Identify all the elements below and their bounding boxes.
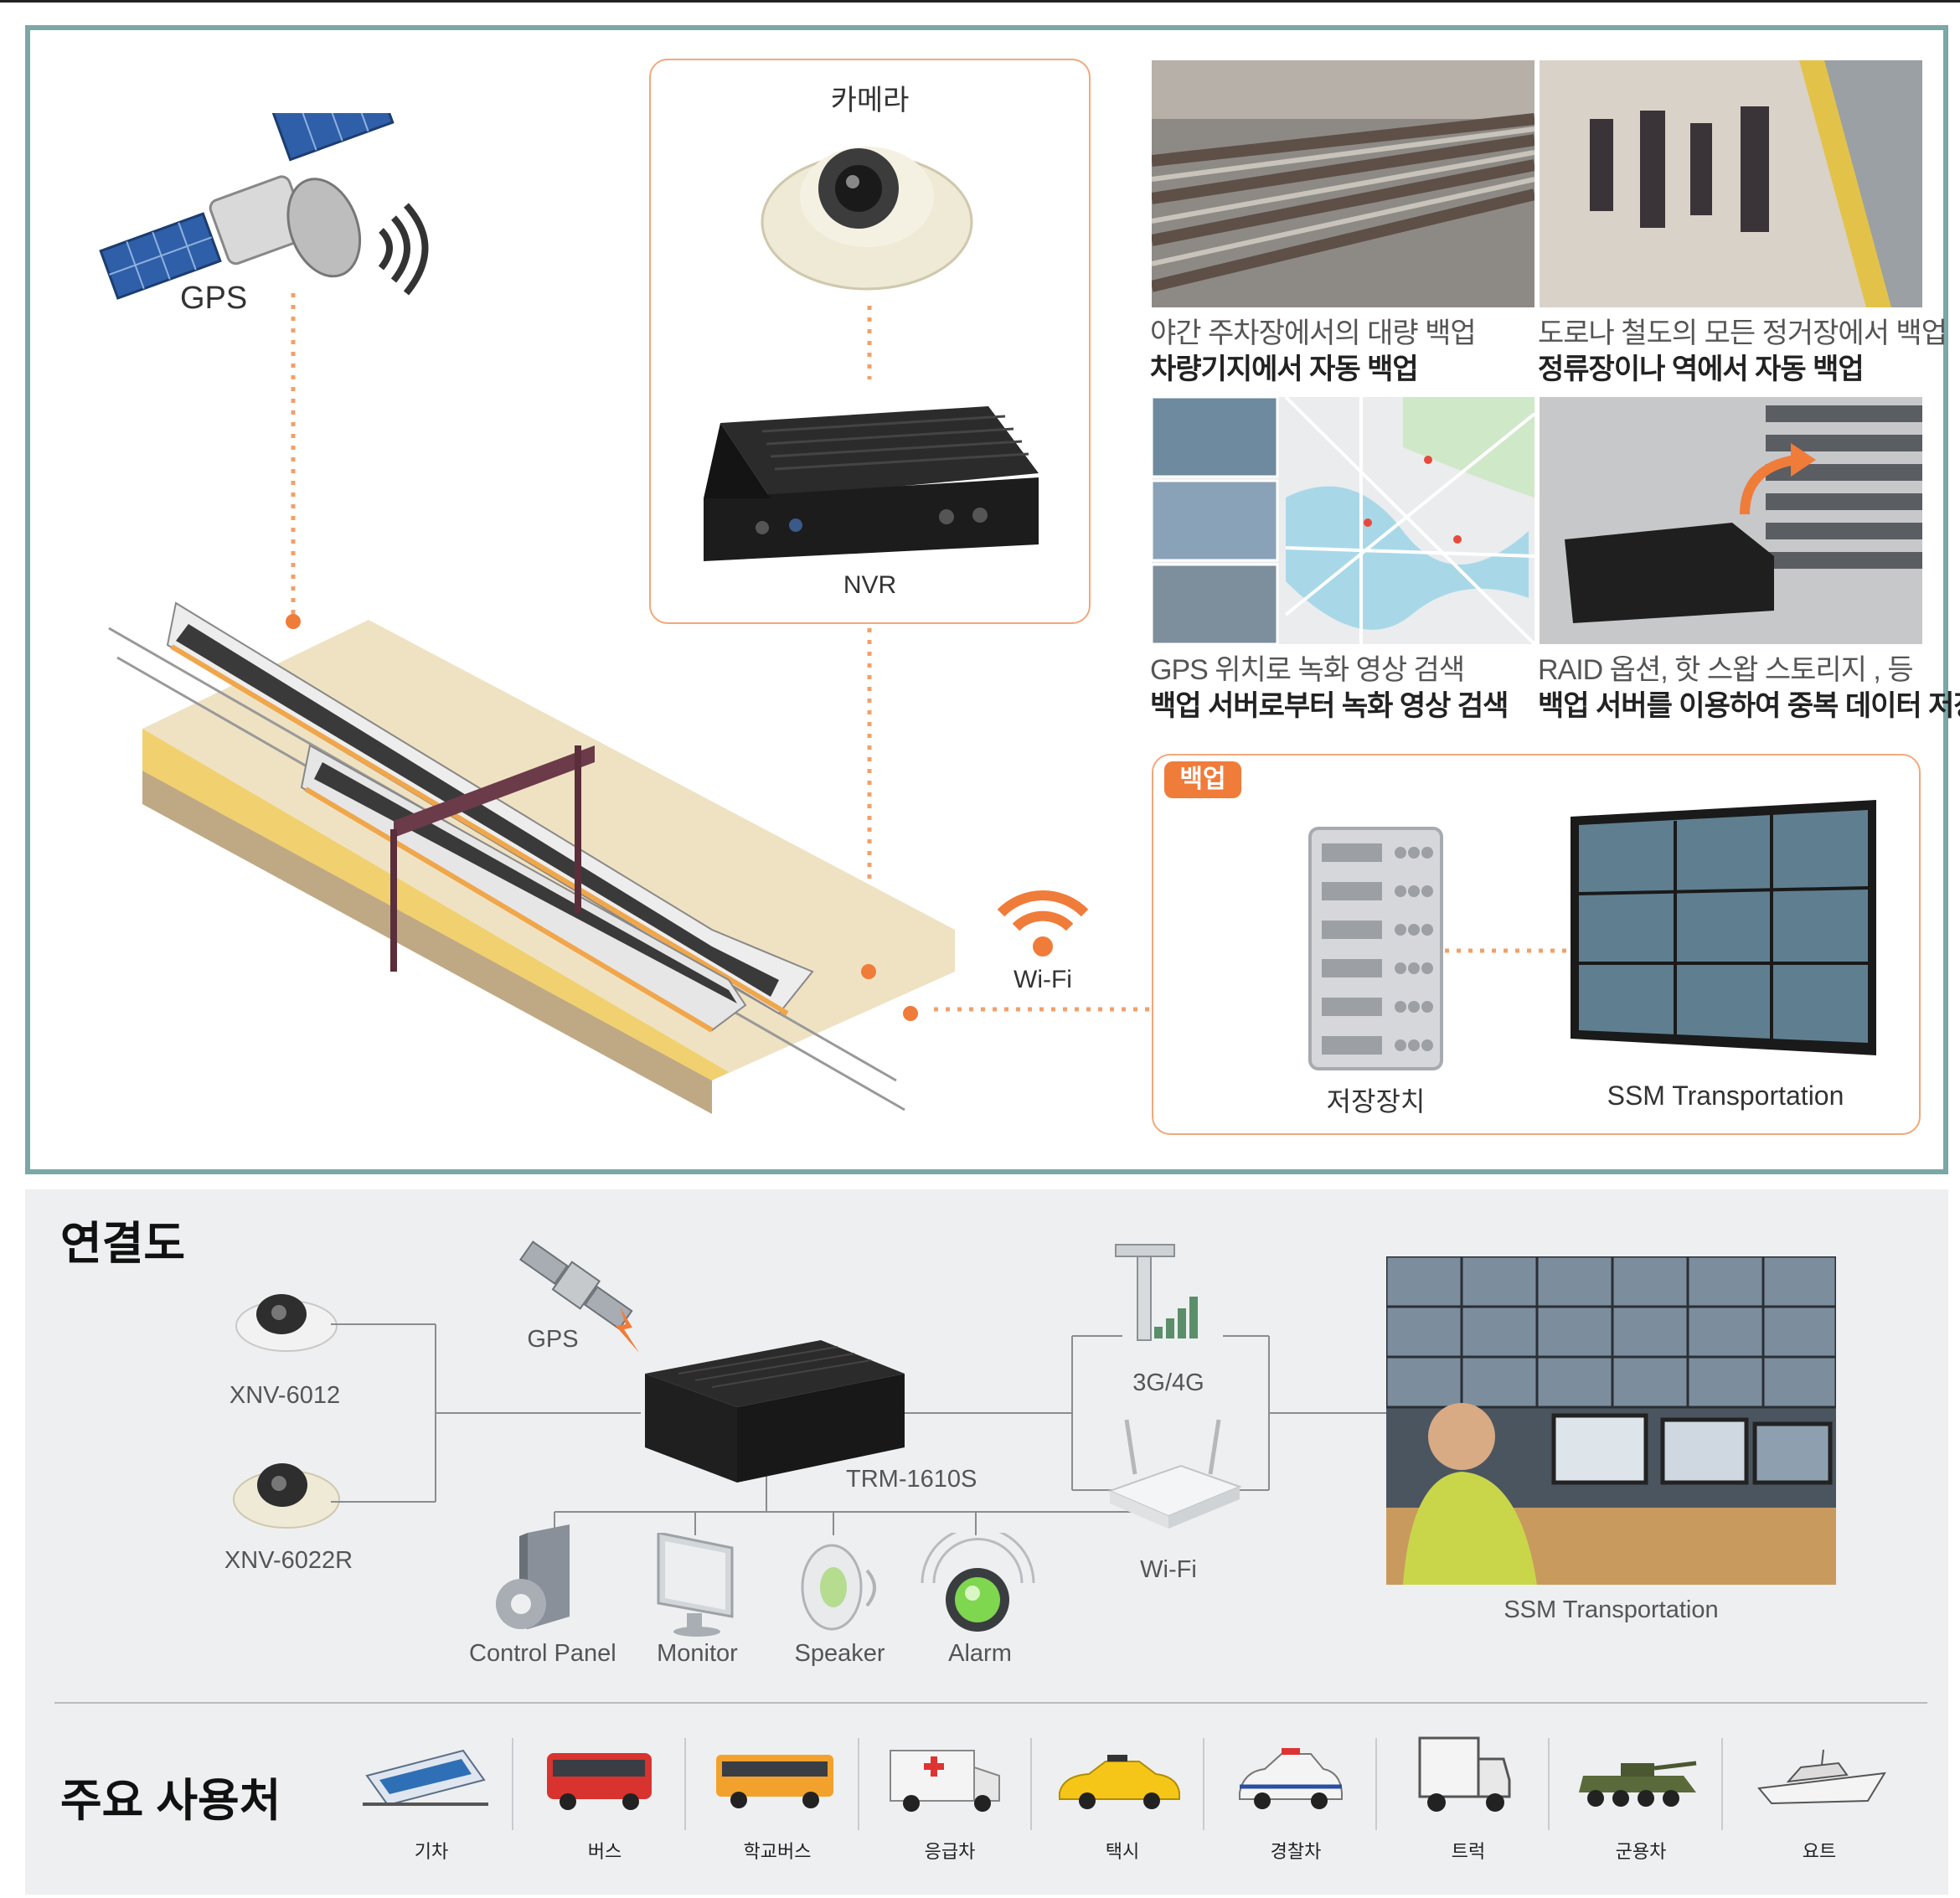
control-panel-label: Control Panel <box>469 1640 616 1667</box>
photo-gps-map <box>1152 397 1534 644</box>
photo-caption-4a: RAID 옵션, 핫 스왑 스토리지 , 등 <box>1538 654 1914 686</box>
gps-satellite-icon <box>99 113 429 300</box>
camera-xnv6022r-icon <box>233 1463 340 1529</box>
photo-caption-3b: 백업 서버로부터 녹화 영상 검색 <box>1150 690 1509 722</box>
photo-caption-2a: 도로나 철도의 모든 정거장에서 백업 <box>1538 317 1947 349</box>
photo-station-platform <box>1540 60 1922 307</box>
top-divider <box>0 0 1960 3</box>
usage-separator <box>1203 1738 1204 1830</box>
backup-badge: 백업 <box>1164 761 1241 798</box>
gps-link-line <box>291 293 296 624</box>
camera2-label: XNV-6022R <box>224 1547 353 1574</box>
photo-train-depot <box>1152 60 1534 307</box>
photo-caption-3a: GPS 위치로 녹화 영상 검색 <box>1150 654 1465 686</box>
storage-ssm-link <box>1445 948 1577 953</box>
usage-separator <box>1030 1738 1032 1830</box>
photo-caption-1b: 차량기지에서 자동 백업 <box>1150 353 1419 385</box>
alarm-label: Alarm <box>948 1640 1012 1667</box>
ssm-label: SSM Transportation <box>1607 1081 1844 1111</box>
recorder-label: TRM-1610S <box>846 1466 977 1493</box>
taxi-icon <box>1059 1755 1180 1809</box>
usage-item-school-bus: 학교버스 <box>743 1841 812 1862</box>
nvr-device-icon <box>704 406 1039 561</box>
ssm-room-label: SSM Transportation <box>1504 1596 1719 1623</box>
school-bus-icon <box>716 1755 833 1808</box>
gps-small-satellite-icon <box>518 1240 639 1353</box>
wifi-router-icon <box>1107 1419 1242 1529</box>
camera-nvr-link <box>867 306 872 379</box>
usage-separator <box>858 1738 859 1830</box>
usage-item-police-car: 경찰차 <box>1270 1841 1322 1862</box>
nvr-label: NVR <box>843 571 897 599</box>
speaker-label: Speaker <box>794 1640 885 1667</box>
wifi-icon <box>997 890 1089 957</box>
section-divider <box>54 1702 1927 1704</box>
usage-item-truck: 트럭 <box>1451 1841 1486 1862</box>
wifi-label: Wi-Fi <box>1014 966 1072 993</box>
bus-icon <box>547 1753 652 1810</box>
usage-title: 주요 사용처 <box>60 1776 281 1826</box>
yacht-icon <box>1757 1749 1886 1805</box>
usage-separator <box>1548 1738 1550 1830</box>
speaker-icon <box>801 1544 876 1631</box>
usage-item-military-vehicle: 군용차 <box>1615 1841 1667 1862</box>
wifi-router-label: Wi-Fi <box>1140 1556 1197 1583</box>
photo-caption-4b: 백업 서버를 이용하여 중복 데이터 저장 <box>1538 690 1960 722</box>
alarm-icon <box>921 1533 1035 1632</box>
train-icon <box>363 1749 488 1807</box>
monitor-label: Monitor <box>657 1640 738 1667</box>
storage-server-icon <box>1308 827 1443 1070</box>
camera1-label: XNV-6012 <box>229 1382 341 1409</box>
trm-recorder-icon <box>645 1340 905 1483</box>
cellular-antenna-icon <box>1115 1244 1198 1341</box>
usage-separator <box>512 1738 513 1830</box>
train-station-illustration <box>108 601 955 1114</box>
gps-small-label: GPS <box>527 1326 579 1353</box>
network-3g-label: 3G/4G <box>1132 1369 1204 1396</box>
usage-item-bus: 버스 <box>587 1841 622 1862</box>
usage-separator <box>1375 1738 1377 1830</box>
connection-lines <box>331 1323 1386 1535</box>
connection-title: 연결도 <box>60 1219 186 1269</box>
camera-xnv6012-icon <box>235 1294 338 1352</box>
storage-label: 저장장치 <box>1326 1086 1426 1117</box>
usage-separator <box>1721 1738 1723 1830</box>
usage-item-train: 기차 <box>414 1841 449 1862</box>
usage-item-yacht: 요트 <box>1802 1841 1837 1862</box>
ssm-video-wall-icon <box>1571 800 1876 1055</box>
control-panel-icon <box>496 1524 570 1629</box>
photo-raid-server <box>1540 397 1922 644</box>
truck-icon <box>1418 1736 1511 1812</box>
train-backup-link <box>934 1007 1153 1012</box>
usage-item-taxi: 택시 <box>1105 1841 1140 1862</box>
ambulance-icon <box>890 1750 1000 1812</box>
dome-camera-icon <box>761 147 973 291</box>
photo-caption-1a: 야간 주차장에서의 대량 백업 <box>1150 317 1477 349</box>
camera-label: 카메라 <box>830 85 910 116</box>
ssm-control-room-photo <box>1386 1256 1836 1585</box>
police-car-icon <box>1239 1748 1343 1809</box>
military-vehicle-icon <box>1579 1761 1697 1807</box>
photo-caption-2b: 정류장이나 역에서 자동 백업 <box>1538 353 1865 385</box>
usage-separator <box>684 1738 686 1830</box>
usage-item-ambulance: 응급차 <box>924 1841 976 1862</box>
monitor-icon <box>657 1533 734 1637</box>
gps-label: GPS <box>180 281 248 316</box>
